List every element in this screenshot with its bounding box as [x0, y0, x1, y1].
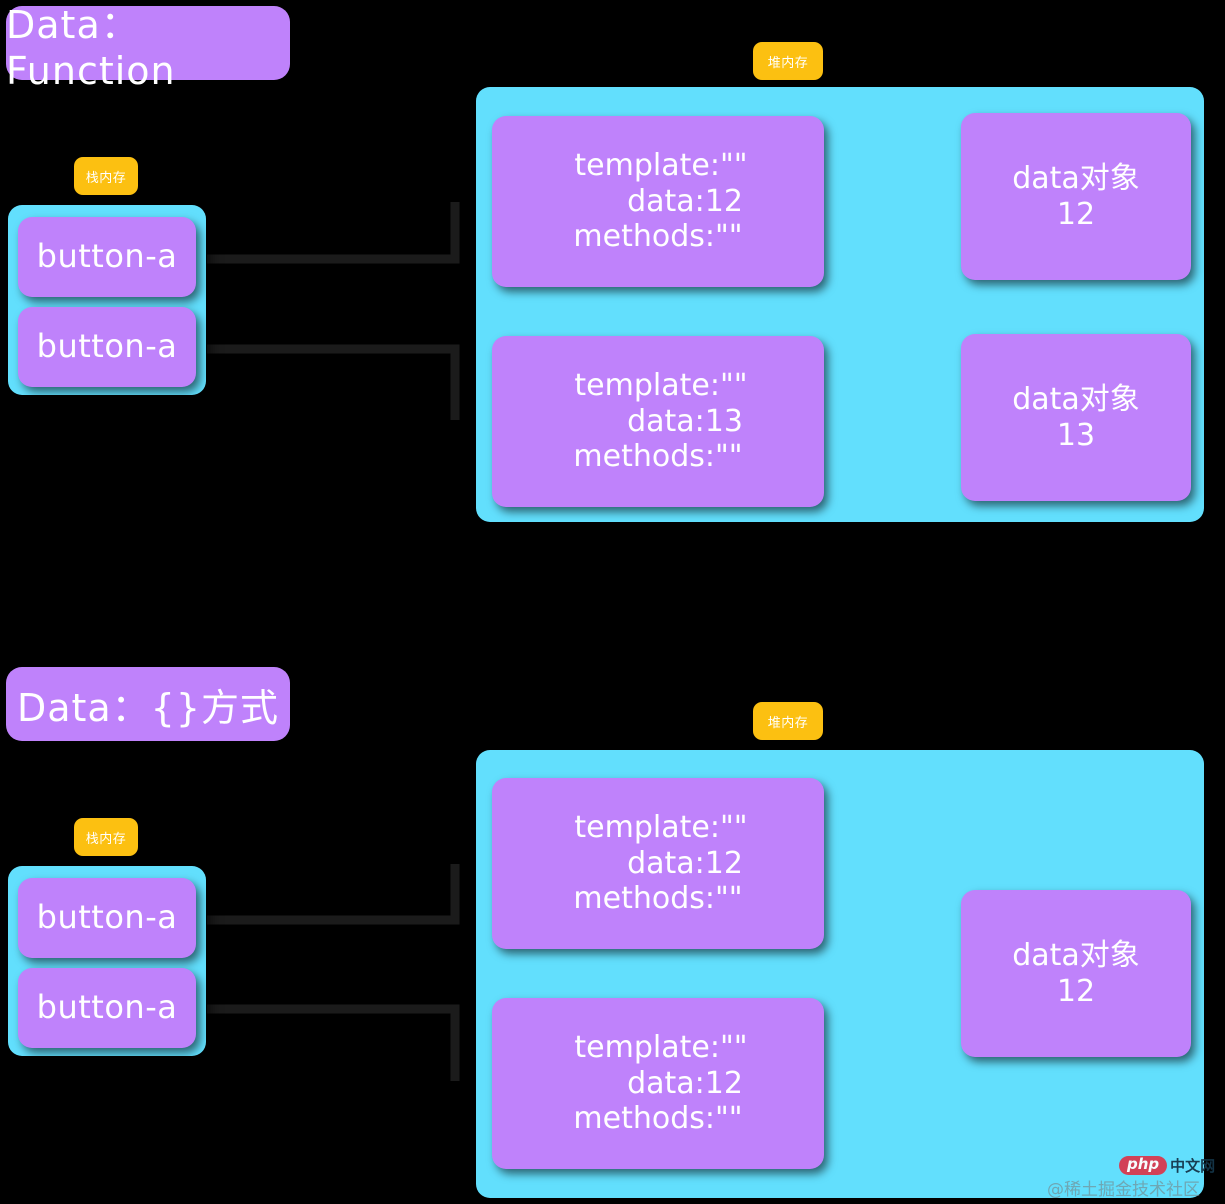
component-data-line: data:13: [627, 403, 743, 439]
component-methods-line: methods:"": [573, 219, 743, 255]
wire-stack1-to-comp1: [207, 202, 460, 264]
stack-memory-tag-2: 栈内存: [74, 818, 138, 856]
heap-memory-tag-2: 堆内存: [753, 702, 823, 740]
component-methods-line: methods:"": [573, 1101, 743, 1137]
component-methods-line: methods:"": [573, 881, 743, 917]
wire-stack4-to-comp4: [207, 1004, 460, 1081]
component-data-line: data:12: [627, 183, 743, 219]
section-heading-data-function: Data：Function: [6, 3, 290, 93]
data-object-title: data对象: [1012, 938, 1140, 974]
stack-item-button-a[interactable]: button-a: [18, 307, 196, 387]
data-object-title: data对象: [1012, 382, 1140, 418]
heap-memory-tag-1: 堆内存: [753, 42, 823, 80]
data-object-value: 12: [1056, 196, 1096, 232]
component-template-line: template:"": [574, 1030, 748, 1066]
data-object-value: 12: [1056, 973, 1096, 1009]
heap-container-1: template:"" data:12 methods:"" template:…: [476, 87, 1204, 522]
stack-container-2: button-a button-a: [8, 866, 206, 1056]
watermark-php-badge: php 中文网: [1119, 1155, 1215, 1176]
stack-item-button-a[interactable]: button-a: [18, 217, 196, 297]
component-template-line: template:"": [574, 368, 748, 404]
stack-item-button-a[interactable]: button-a: [18, 968, 196, 1048]
watermark-php-suffix: 中文网: [1170, 1157, 1216, 1175]
stack-item-button-a[interactable]: button-a: [18, 878, 196, 958]
data-object-box: data对象 13: [961, 334, 1191, 501]
shared-data-object-box: data对象 12: [961, 890, 1191, 1057]
component-methods-line: methods:"": [573, 439, 743, 475]
section-heading-data-object: Data：{}方式: [6, 667, 290, 741]
component-instance-box: template:"" data:12 methods:"": [492, 116, 824, 287]
component-instance-box: template:"" data:12 methods:"": [492, 998, 824, 1169]
wire-stack3-to-comp3: [207, 864, 460, 925]
stack-container-1: button-a button-a: [8, 205, 206, 395]
heap-container-2: template:"" data:12 methods:"" template:…: [476, 750, 1204, 1198]
data-object-box: data对象 12: [961, 113, 1191, 280]
component-template-line: template:"": [574, 810, 748, 846]
watermark-php-label: php: [1119, 1156, 1168, 1175]
component-instance-box: template:"" data:12 methods:"": [492, 778, 824, 949]
wire-stack2-to-comp2: [207, 344, 460, 420]
stack-memory-tag-1: 栈内存: [74, 157, 138, 195]
data-object-title: data对象: [1012, 161, 1140, 197]
watermark-credit: @稀土掘金技术社区: [1047, 1180, 1200, 1200]
data-object-value: 13: [1056, 417, 1096, 453]
component-data-line: data:12: [627, 1065, 743, 1101]
component-data-line: data:12: [627, 845, 743, 881]
component-instance-box: template:"" data:13 methods:"": [492, 336, 824, 507]
component-template-line: template:"": [574, 148, 748, 184]
